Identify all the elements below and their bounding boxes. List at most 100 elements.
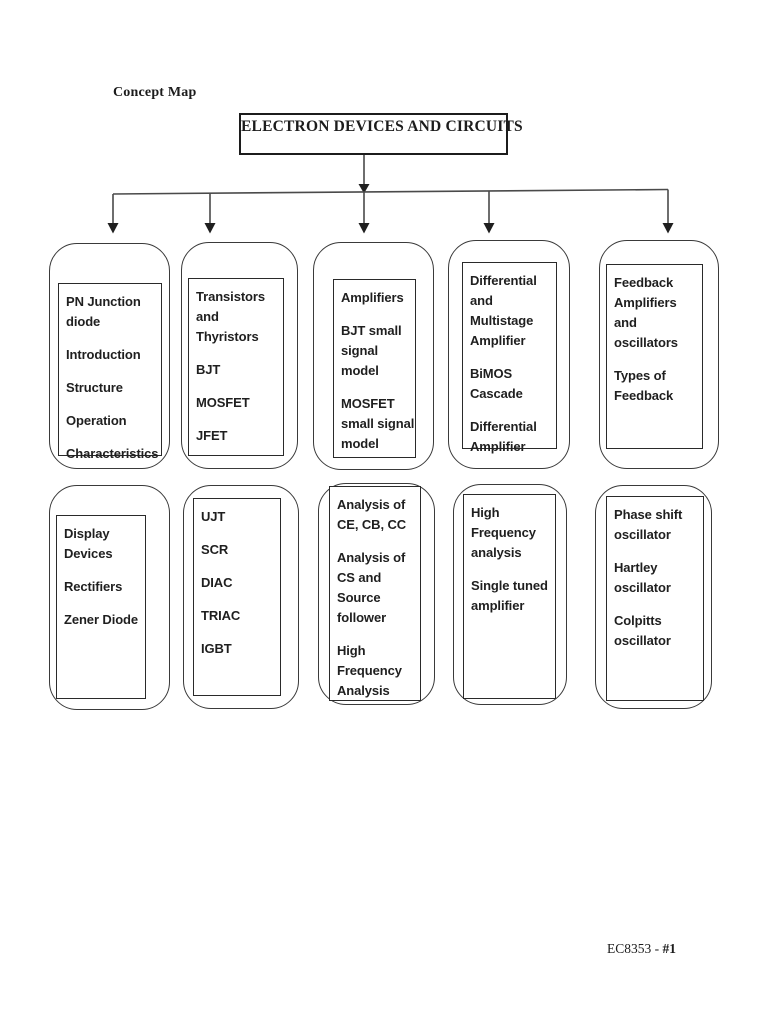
node-text-line: Cascade — [470, 386, 523, 401]
node-text-line: Introduction — [66, 347, 141, 362]
node-text-line: MOSFET — [196, 395, 250, 410]
node-paragraph: DIAC — [201, 573, 276, 593]
node-text-line: DIAC — [201, 575, 233, 590]
node-paragraph: Characteristics — [66, 444, 159, 464]
node-text-line: model — [341, 363, 379, 378]
node-text-line: Frequency — [337, 663, 402, 678]
node-text-line: JFET — [196, 428, 228, 443]
drop-arrowhead-5 — [662, 223, 674, 234]
trunk-arrowhead — [358, 184, 370, 194]
drop-arrowhead-1 — [107, 223, 119, 234]
node-text-line: Feedback — [614, 388, 674, 403]
node-text-line: Thyristors — [196, 329, 259, 344]
node-text-line: UJT — [201, 509, 226, 524]
node-text-line: CE, CB, CC — [337, 517, 407, 532]
node-text-line: signal — [341, 343, 378, 358]
node-text-line: Frequency — [471, 525, 536, 540]
node-text-line: Analysis — [337, 683, 390, 698]
node-paragraph: UJT — [201, 507, 276, 527]
node-text-line: Amplifier — [470, 333, 526, 348]
node-text-line: Single tuned — [471, 578, 548, 593]
node-paragraph: Rectifiers — [64, 577, 141, 597]
node-text-line: Source — [337, 590, 381, 605]
page-heading: Concept Map — [113, 85, 197, 100]
node-text-line: amplifier — [471, 598, 525, 613]
node-paragraph: SCR — [201, 540, 276, 560]
node-paragraph: Colpitts oscillator — [614, 611, 699, 651]
node-text-line: Amplifiers — [341, 290, 404, 305]
node-paragraph: JFET — [196, 426, 279, 446]
drop-arrowhead-2 — [204, 223, 216, 234]
node-paragraph: MOSFET small signal model — [341, 394, 415, 454]
node-paragraph: BJT small signal model — [341, 321, 411, 381]
node-text-line: IGBT — [201, 641, 232, 656]
node-text-line: Analysis of — [337, 497, 406, 512]
node-text-line: Rectifiers — [64, 579, 123, 594]
node-text-line: oscillator — [614, 527, 671, 542]
connector-arrows — [107, 155, 674, 234]
node-text-line: oscillator — [614, 633, 671, 648]
node-text-line: oscillator — [614, 580, 671, 595]
node-paragraph: MOSFET — [196, 393, 279, 413]
drop-arrowhead-3 — [358, 223, 370, 234]
node-text-line: BJT small — [341, 323, 402, 338]
node-text-line: Transistors — [196, 289, 265, 304]
node-text-line: Hartley — [614, 560, 658, 575]
node-text-line: Structure — [66, 380, 123, 395]
node-paragraph: BiMOS Cascade — [470, 364, 552, 404]
node-paragraph: Introduction — [66, 345, 157, 365]
node-text-line: Zener Diode — [64, 612, 139, 627]
node-paragraph: PN Junction diode — [66, 292, 157, 332]
node-text-line: Colpitts — [614, 613, 662, 628]
node-text-line: Differential — [470, 419, 537, 434]
node-text-line: Amplifier — [470, 439, 526, 454]
node-paragraph: Single tuned amplifier — [471, 576, 551, 616]
node-text-line: SCR — [201, 542, 229, 557]
footer-page-number: #1 — [662, 941, 677, 956]
node-text-line: MOSFET — [341, 396, 395, 411]
node-text-line: model — [341, 436, 379, 451]
node-text-line: High — [471, 505, 500, 520]
root-title: ELECTRON DEVICES AND CIRCUITS — [241, 118, 523, 135]
node-text-line: diode — [66, 314, 101, 329]
node-paragraph: TRIAC — [201, 606, 276, 626]
footer-course-code: EC8353 - — [607, 941, 663, 956]
drop-arrowhead-4 — [483, 223, 495, 234]
node-text-line: BJT — [196, 362, 221, 377]
node-text-line: and — [614, 315, 637, 330]
node-paragraph: Analysis of CE, CB, CC — [337, 495, 416, 535]
node-text-line: and — [196, 309, 219, 324]
node-text-line: analysis — [471, 545, 522, 560]
node-paragraph: Hartley oscillator — [614, 558, 699, 598]
node-text-line: Characteristics — [66, 446, 159, 461]
node-text-line: Devices — [64, 546, 113, 561]
node-text-line: small signal — [341, 416, 415, 431]
node-text-line: Types of — [614, 368, 666, 383]
node-text-line: PN Junction — [66, 294, 141, 309]
node-text-line: TRIAC — [201, 608, 241, 623]
node-text-line: oscillators — [614, 335, 678, 350]
node-text-line: BiMOS — [470, 366, 513, 381]
node-text-line: High — [337, 643, 366, 658]
